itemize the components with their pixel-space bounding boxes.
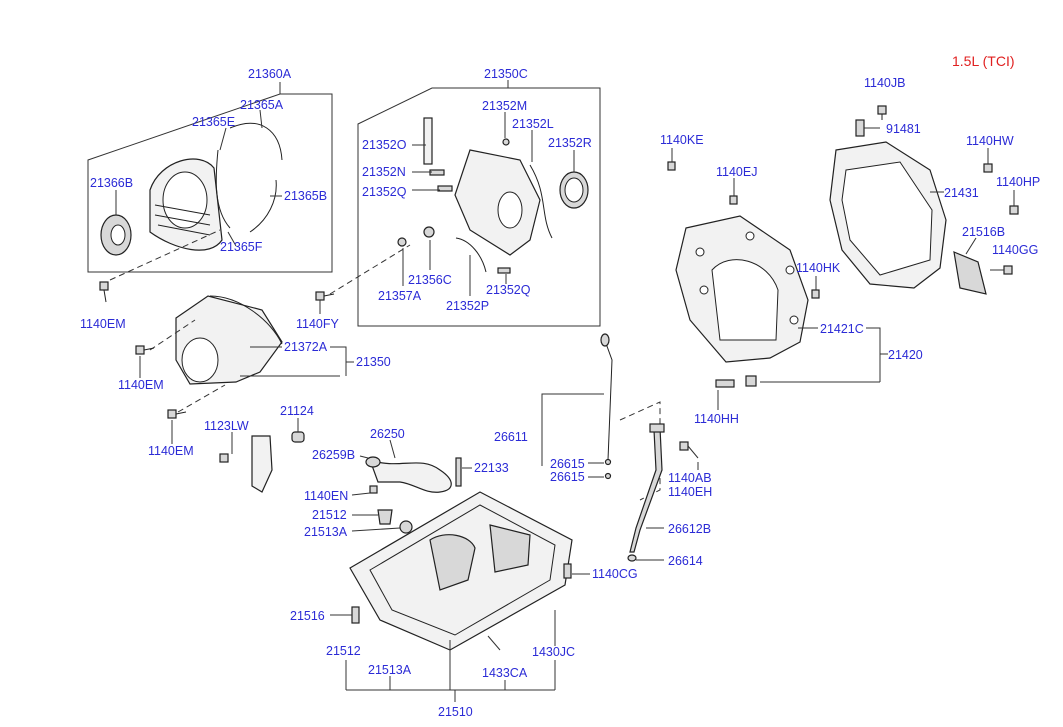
label-21366B: 21366B: [90, 176, 133, 190]
gasket-strip-part: [229, 122, 283, 161]
label-1140EJ: 1140EJ: [716, 165, 757, 179]
label-1430JC: 1430JC: [532, 645, 575, 659]
label-1140EH: 1140EH: [668, 485, 712, 499]
label-21512-a: 21512: [312, 508, 347, 522]
label-26614: 26614: [668, 554, 703, 568]
oil-strainer-part: [369, 459, 452, 493]
label-21513A-b: 21513A: [368, 663, 412, 677]
dipstick-tube-part: [629, 427, 663, 553]
dipstick-part: [603, 337, 613, 461]
label-1140EM-a: 1140EM: [80, 317, 126, 331]
label-26615-b: 26615: [550, 470, 585, 484]
rear-timing-cover-part: [454, 149, 541, 256]
bracket-part: [251, 435, 273, 493]
label-1140EM-b: 1140EM: [118, 378, 164, 392]
label-21352O: 21352O: [362, 138, 407, 152]
label-21516: 21516: [290, 609, 325, 623]
group-box-21360A: [87, 93, 333, 273]
dowel-pin-part: [745, 375, 757, 387]
label-21421C: 21421C: [820, 322, 864, 336]
label-21352R: 21352R: [548, 136, 592, 150]
label-1140AB: 1140AB: [668, 471, 712, 485]
label-1140EN: 1140EN: [304, 489, 348, 503]
drain-plug-part: [377, 509, 393, 525]
label-26259B: 26259B: [312, 448, 355, 462]
label-21356C: 21356C: [408, 273, 452, 287]
label-21365B: 21365B: [284, 189, 327, 203]
label-21352L: 21352L: [512, 117, 554, 131]
lower-timing-cover-group: [135, 295, 354, 444]
label-21352P: 21352P: [446, 299, 489, 313]
label-1123LW: 1123LW: [204, 419, 249, 433]
label-22133: 22133: [474, 461, 509, 475]
engine-variant-title: 1.5L (TCI): [952, 53, 1015, 69]
bolt-1140EM-a: [99, 281, 109, 303]
label-21510: 21510: [438, 705, 473, 719]
bolt-1140EM-b: [135, 345, 155, 355]
label-1140HH: 1140HH: [694, 412, 739, 426]
oil-strainer-group: [219, 418, 472, 534]
part-labels: 21360A 21365A 21365E 21366B 21365B 21365…: [80, 67, 1040, 719]
label-21512-b: 21512: [326, 644, 361, 658]
pin-part: [423, 117, 433, 165]
label-26615-a: 26615: [550, 457, 585, 471]
label-26250: 26250: [370, 427, 405, 441]
bell-housing-group: [667, 105, 1019, 410]
label-21365F: 21365F: [220, 240, 263, 254]
label-21365A: 21365A: [240, 98, 284, 112]
pipe-22133-part: [455, 457, 462, 487]
label-1433CA: 1433CA: [482, 666, 528, 680]
label-26612B: 26612B: [668, 522, 711, 536]
grommet-part: [291, 431, 305, 443]
label-21372A: 21372A: [284, 340, 328, 354]
label-21431: 21431: [944, 186, 979, 200]
label-1140EM-c: 1140EM: [148, 444, 194, 458]
label-21352Q-a: 21352Q: [362, 185, 407, 199]
label-21352M: 21352M: [482, 99, 527, 113]
label-21352Q-b: 21352Q: [486, 283, 531, 297]
label-1140HW: 1140HW: [966, 134, 1014, 148]
label-91481: 91481: [886, 122, 921, 136]
label-21124: 21124: [280, 404, 314, 418]
label-21352N: 21352N: [362, 165, 406, 179]
bolt-1140EM-c: [167, 409, 187, 419]
label-26611: 26611: [494, 430, 528, 444]
label-1140JB: 1140JB: [864, 76, 905, 90]
label-21516B: 21516B: [962, 225, 1005, 239]
dipstick-group: [541, 333, 699, 562]
label-1140HK: 1140HK: [796, 261, 841, 275]
bracket-21516B-part: [953, 251, 987, 295]
timing-cover-rear-group: [315, 80, 601, 327]
bolt-1140HH: [715, 379, 735, 388]
label-21420: 21420: [888, 348, 923, 362]
label-1140KE: 1140KE: [660, 133, 704, 147]
label-1140CG: 1140CG: [592, 567, 638, 581]
label-1140FY: 1140FY: [296, 317, 340, 331]
label-21513A-a: 21513A: [304, 525, 348, 539]
timing-cover-upper-group: [87, 82, 333, 303]
label-21360A: 21360A: [248, 67, 292, 81]
label-21350: 21350: [356, 355, 391, 369]
oil-pan-group: [330, 491, 590, 702]
label-1140GG: 1140GG: [992, 243, 1038, 257]
label-21350C: 21350C: [484, 67, 528, 81]
label-21357A: 21357A: [378, 289, 422, 303]
group-box-21350C: [357, 87, 601, 327]
label-21365E: 21365E: [192, 115, 235, 129]
label-1140HP: 1140HP: [996, 175, 1040, 189]
